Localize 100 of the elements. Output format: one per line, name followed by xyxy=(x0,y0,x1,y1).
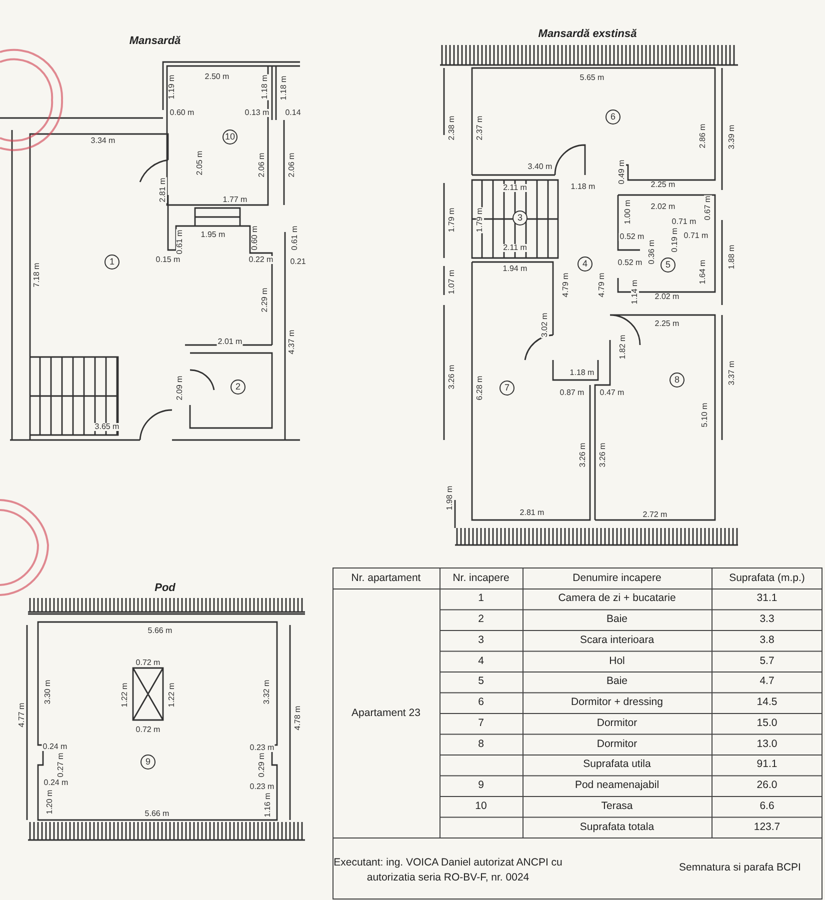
dimension-label: 3.39 m xyxy=(728,124,736,150)
room-name: Baie xyxy=(606,614,628,626)
dimension-label: 1.22 m xyxy=(168,682,176,708)
dimension-label: 0.60 m xyxy=(168,109,196,117)
dimension-label: 1.22 m xyxy=(121,682,129,708)
dimension-label: 2.25 m xyxy=(650,181,676,189)
dimension-label: 0.71 m xyxy=(670,218,698,226)
dimension-label: 4.79 m xyxy=(562,272,570,298)
room-name: Suprafata utila xyxy=(583,760,651,772)
area-value: 26.0 xyxy=(756,780,778,792)
apartment-name: Apartament 23 xyxy=(352,708,420,720)
dimension-label: 1.98 m xyxy=(446,484,454,512)
dimension-label: 2.25 m xyxy=(654,320,680,328)
dimension-label: 2.81 m xyxy=(518,509,546,517)
room-number: 3 xyxy=(478,635,484,647)
column-header: Nr. incapere xyxy=(452,572,510,584)
dimension-label: 2.81 m xyxy=(159,176,167,204)
dimension-label: 1.20 m xyxy=(46,788,54,816)
dimension-label: 2.86 m xyxy=(699,122,707,150)
dimension-label: 3.40 m xyxy=(526,163,554,171)
dimension-label: 1.64 m xyxy=(699,258,707,286)
room-number-callout: 6 xyxy=(606,110,620,124)
dimension-label: 1.07 m xyxy=(448,268,456,296)
dimension-label: 0.15 m xyxy=(154,256,182,264)
dimension-label: 0.71 m xyxy=(682,232,710,240)
dimension-label: 5.10 m xyxy=(701,402,709,428)
room-name: Terasa xyxy=(601,801,633,813)
dimension-label: 1.14 m xyxy=(631,278,639,306)
room-number: 4 xyxy=(478,656,484,668)
dimension-label: 2.05 m xyxy=(196,150,204,176)
dimension-label: 1.18 m xyxy=(568,369,596,377)
column-header: Nr. apartament xyxy=(351,572,421,584)
dimension-label: 2.06 m xyxy=(258,152,266,178)
dimension-label: 2.06 m xyxy=(288,152,296,178)
dimension-label: 2.01 m xyxy=(216,338,244,346)
dimension-label: 1.95 m xyxy=(200,231,226,239)
dimension-label: 0.52 m xyxy=(618,233,646,241)
dimension-label: 1.88 m xyxy=(728,244,736,270)
dimension-label: 1.18 m xyxy=(280,74,288,102)
room-number: 5 xyxy=(478,676,484,688)
dimension-label: 3.26 m xyxy=(448,364,456,390)
room-number: 7 xyxy=(478,718,484,730)
dimension-label: 2.72 m xyxy=(642,511,668,519)
dimension-label: 2.37 m xyxy=(476,114,484,142)
room-name: Scara interioara xyxy=(580,635,654,647)
room-number: 2 xyxy=(478,614,484,626)
dimension-label: 2.29 m xyxy=(261,286,269,314)
room-name: Baie xyxy=(606,676,628,688)
dimension-label: 0.49 m xyxy=(618,158,626,186)
dimension-label: 0.14 xyxy=(284,109,302,117)
dimension-label: 3.65 m xyxy=(94,423,120,431)
dimension-label: 3.26 m xyxy=(579,442,587,468)
room-name: Dormitor xyxy=(596,718,638,730)
room-number-callout: 3 xyxy=(512,210,528,226)
dimension-label: 3.32 m xyxy=(263,678,271,706)
dimension-label: 0.24 m xyxy=(42,779,70,787)
room-number-callout: 2 xyxy=(230,380,246,394)
area-value: 31.1 xyxy=(756,594,778,606)
dimension-label: 1.18 m xyxy=(261,74,269,100)
dimension-label: 0.52 m xyxy=(616,259,644,267)
dimension-label: 4.78 m xyxy=(294,704,302,732)
dimension-label: 1.94 m xyxy=(502,265,528,273)
dimension-label: 0.23 m xyxy=(248,744,276,752)
dimension-label: 2.38 m xyxy=(448,114,456,142)
dimension-label: 2.02 m xyxy=(650,203,676,211)
signature-note: Semnatura si parafa BCPI xyxy=(678,860,802,876)
dimension-label: 3.30 m xyxy=(44,678,52,706)
area-value: 6.6 xyxy=(760,801,774,813)
dimension-label: 1.77 m xyxy=(222,196,248,204)
dimension-label: 1.82 m xyxy=(619,334,627,360)
dimension-label: 6.28 m xyxy=(476,374,484,402)
room-number-callout: 8 xyxy=(670,372,684,388)
dimension-label: 4.77 m xyxy=(18,702,26,728)
area-value: 123.7 xyxy=(754,822,780,834)
room-number: 9 xyxy=(478,780,484,792)
area-value: 3.8 xyxy=(760,635,774,647)
area-value: 91.1 xyxy=(756,760,778,772)
area-value: 5.7 xyxy=(760,656,774,668)
dimension-label: 0.13 m xyxy=(244,109,270,117)
dimension-label: 4.79 m xyxy=(598,272,606,298)
dimension-label: 3.26 m xyxy=(599,442,607,468)
dimension-label: 5.66 m xyxy=(144,810,170,818)
dimension-label: 0.29 m xyxy=(258,752,266,778)
room-number: 6 xyxy=(478,697,484,709)
room-number-callout: 10 xyxy=(222,130,238,144)
dimension-label: 0.27 m xyxy=(57,752,65,778)
room-number-callout: 1 xyxy=(104,254,120,270)
dimension-label: 0.24 m xyxy=(42,743,68,751)
dimension-label: 1.19 m xyxy=(168,74,176,100)
dimension-label: 4.37 m xyxy=(288,328,296,356)
dimension-label: 0.61 m xyxy=(291,224,299,252)
dimension-label: 0.19 m xyxy=(671,226,679,254)
dimension-label: 1.79 m xyxy=(448,206,456,234)
area-value: 3.3 xyxy=(760,614,774,626)
area-value: 13.0 xyxy=(756,738,778,750)
room-number: 1 xyxy=(478,594,484,606)
dimension-label: 1.18 m xyxy=(570,183,596,191)
dimension-label: 2.02 m xyxy=(654,293,680,301)
dimension-label: 0.72 m xyxy=(134,659,162,667)
room-number-callout: 7 xyxy=(500,380,514,396)
